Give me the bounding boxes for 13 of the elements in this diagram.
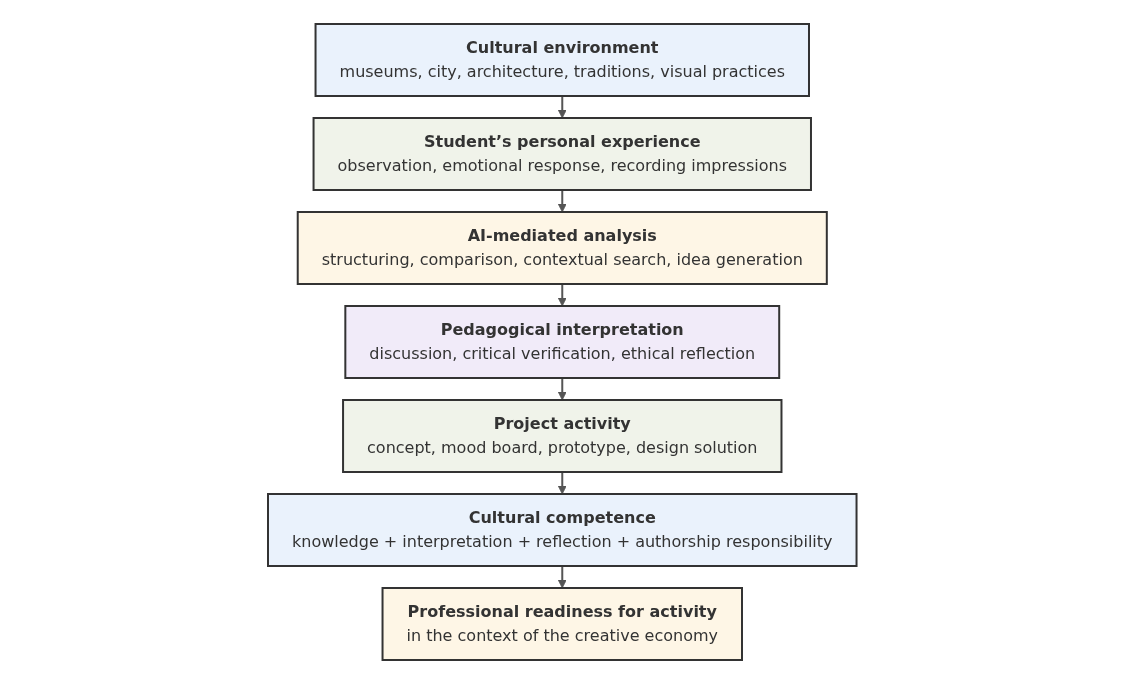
- node-box: Pedagogical interpretation discussion, critical verification, ethical reflection: [344, 305, 780, 379]
- arrow: [557, 283, 567, 307]
- node-box: Professional readiness for activity in the context of the creative economy: [381, 587, 743, 661]
- node-box: Cultural environment museums, city, architecture, traditions, visual practices: [314, 23, 810, 97]
- arrow: [557, 377, 567, 401]
- node-box: Cultural competence knowledge + interpretation + reflection + authorship responsibility: [266, 493, 858, 567]
- arrow: [557, 189, 567, 213]
- arrow: [557, 565, 567, 589]
- node-box: AI-mediated analysis structuring, comparison, contextual search, idea generation: [296, 211, 828, 285]
- node-box: Student’s personal experience observation, emotional response, recording impressions: [312, 117, 812, 191]
- arrow: [557, 95, 567, 119]
- node-box: Project activity concept, mood board, prototype, design solution: [341, 399, 783, 473]
- arrow: [557, 471, 567, 495]
